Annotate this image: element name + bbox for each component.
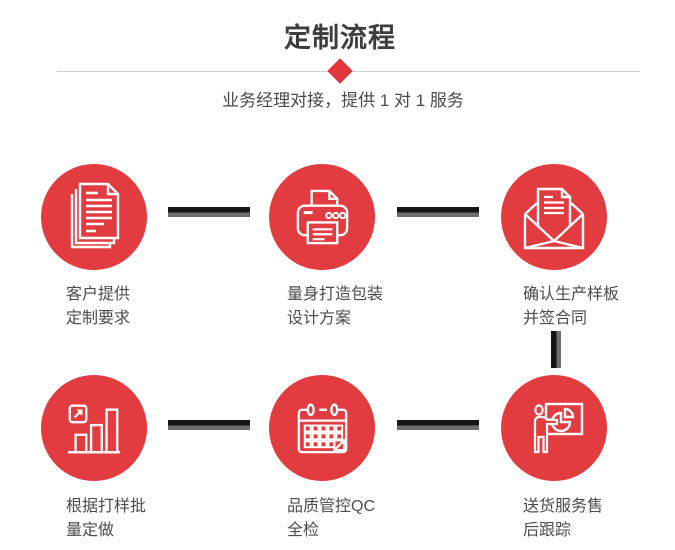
subtitle: 业务经理对接，提供 1 对 1 服务 (222, 91, 464, 110)
bar-chart-icon (67, 404, 121, 454)
connector-bar-3 (168, 420, 250, 430)
calendar-icon (297, 402, 347, 453)
step-label-4: 根据打样批 量定做 (66, 498, 147, 539)
step-circle-printer (269, 164, 375, 270)
step-label-2: 量身打造包装 设计方案 (287, 286, 384, 327)
step-circle-documents (41, 164, 147, 270)
step-label-3: 确认生产样板 并签合同 (523, 286, 620, 327)
step-circle-bar-chart (41, 375, 147, 481)
step-label-5: 品质管控QC 全检 (287, 498, 376, 539)
step-circle-presentation (501, 375, 607, 481)
diamond-icon (327, 58, 353, 84)
page-title: 定制流程 (284, 23, 396, 53)
documents-icon (70, 182, 120, 249)
connector-bar-4 (397, 420, 479, 430)
envelope-icon (523, 187, 585, 249)
connector-bar-1 (168, 207, 250, 217)
presentation-icon (533, 402, 584, 454)
step-circle-calendar (269, 375, 375, 481)
connector-bar-vertical (551, 331, 561, 368)
step-circle-envelope (501, 164, 607, 270)
step-label-6: 送货服务售 后跟踪 (523, 498, 604, 539)
printer-icon (296, 189, 348, 244)
step-label-1: 客户提供 定制要求 (66, 286, 131, 327)
connector-bar-2 (397, 207, 479, 217)
